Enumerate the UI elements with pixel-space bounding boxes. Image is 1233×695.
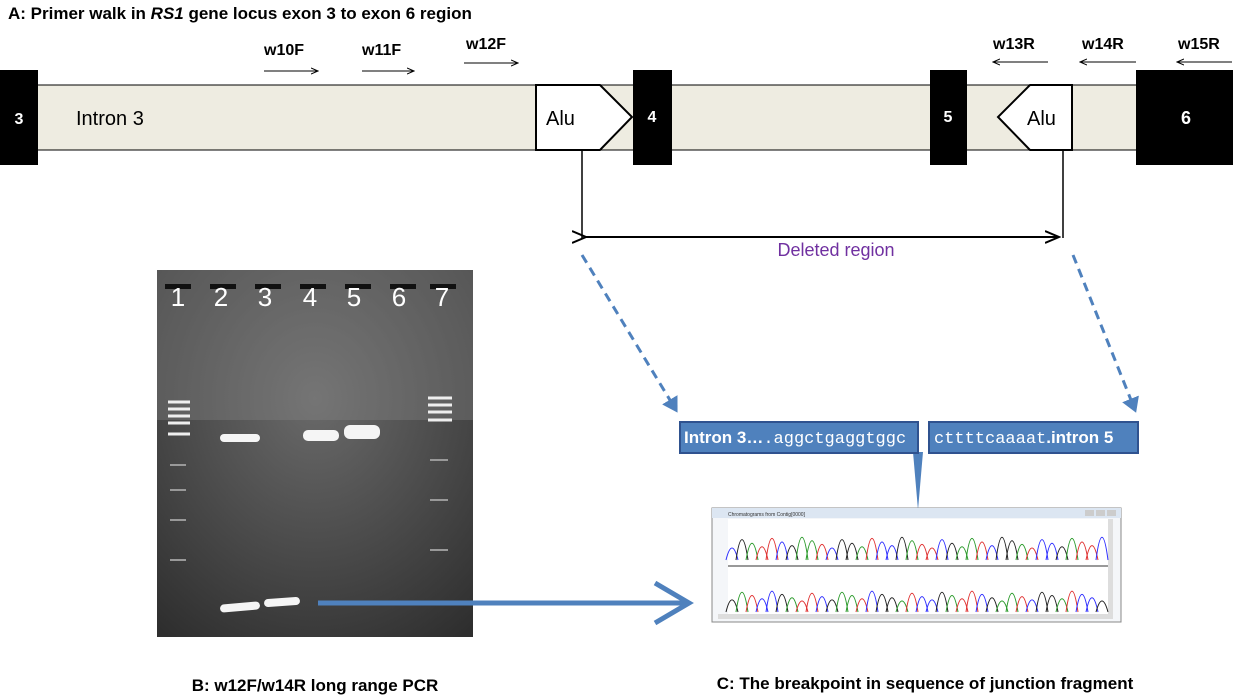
svg-text:6: 6 — [1181, 108, 1191, 128]
primer-w12F: w12F — [464, 36, 518, 63]
primer-w14R: w14R — [1080, 36, 1136, 62]
svg-text:4: 4 — [648, 109, 657, 126]
svg-text:Alu: Alu — [1027, 108, 1056, 130]
chromatogram-window: Chromatograms from Contig[0000] — [711, 507, 1122, 623]
dashed-arrow-left — [580, 254, 678, 413]
panel-c-caption: C: The breakpoint in sequence of junctio… — [717, 674, 1134, 693]
svg-text:5: 5 — [347, 282, 361, 312]
panel-a-title: A: Primer walk in RS1 gene locus exon 3 … — [8, 4, 472, 23]
alu-forward: Alu — [535, 84, 634, 151]
svg-text:w12F: w12F — [465, 36, 506, 53]
primer-w10F: w10F — [263, 42, 318, 71]
primer-w11F: w11F — [361, 42, 414, 71]
svg-text:Alu: Alu — [546, 108, 575, 130]
chromatogram-peak — [1095, 600, 1109, 613]
exon-6: 6 — [1136, 70, 1233, 165]
svg-text:cttttcaaaat.intron 5: cttttcaaaat.intron 5 — [934, 428, 1113, 449]
primer-w13R: w13R — [992, 36, 1048, 62]
svg-text:w14R: w14R — [1081, 36, 1124, 53]
svg-text:Intron 3….aggctgaggtggc: Intron 3….aggctgaggtggc — [684, 428, 906, 449]
chromatogram-peak — [1095, 536, 1109, 561]
svg-text:4: 4 — [303, 282, 317, 312]
alu-reverse: Alu — [996, 84, 1073, 151]
exon-3: 3 — [0, 70, 38, 165]
dashed-arrow-right — [1071, 254, 1139, 413]
sequence-box-right: cttttcaaaat.intron 5 — [928, 421, 1139, 454]
panel-b-caption: B: w12F/w14R long range PCR — [192, 676, 439, 695]
ladder-bands — [168, 396, 452, 436]
svg-text:w10F: w10F — [263, 42, 304, 59]
svg-text:2: 2 — [214, 282, 228, 312]
pcr-bands — [220, 425, 380, 613]
svg-text:w15R: w15R — [1177, 36, 1220, 53]
exon-5: 5 — [930, 70, 967, 165]
svg-text:5: 5 — [944, 109, 953, 126]
svg-text:1: 1 — [171, 282, 185, 312]
exon-4: 4 — [633, 70, 672, 165]
gel-to-chromatogram-arrow — [318, 580, 694, 626]
callout-tail — [913, 452, 923, 510]
svg-text:w11F: w11F — [361, 42, 401, 59]
svg-text:3: 3 — [258, 282, 272, 312]
deleted-region-label: Deleted region — [777, 240, 894, 260]
svg-text:w13R: w13R — [992, 36, 1035, 53]
primer-w15R: w15R — [1177, 36, 1232, 62]
deleted-region-bracket — [582, 150, 1064, 238]
sequence-box-left: Intron 3….aggctgaggtggc — [679, 421, 919, 454]
svg-text:6: 6 — [392, 282, 406, 312]
svg-text:3: 3 — [15, 111, 24, 128]
svg-text:7: 7 — [435, 282, 449, 312]
intron-3-label: Intron 3 — [76, 108, 144, 130]
chromatogram-title: Chromatograms from Contig[0000] — [728, 512, 806, 518]
